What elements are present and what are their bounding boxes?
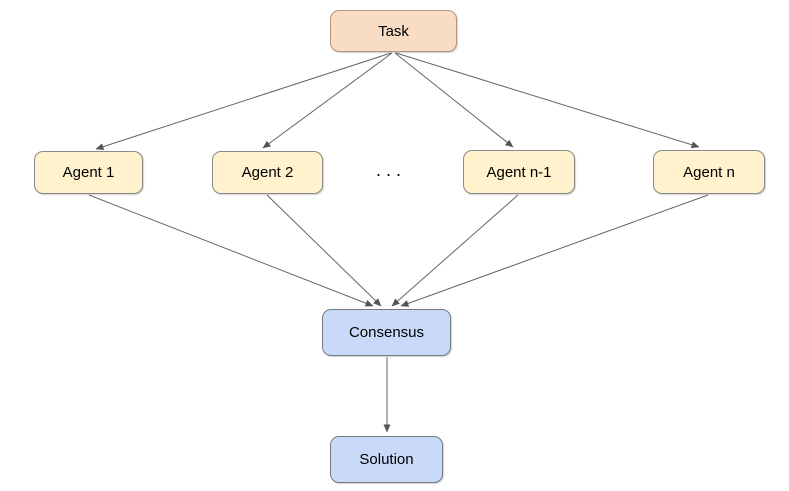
node-agent-2: Agent 2 (212, 151, 323, 194)
node-agent-2-label: Agent 2 (241, 164, 294, 181)
node-solution-label: Solution (359, 451, 414, 468)
node-agent-1: Agent 1 (34, 151, 143, 194)
ellipsis-label: ... (375, 160, 406, 180)
node-agent-n-label: Agent n (683, 163, 735, 181)
node-task-label: Task (378, 22, 409, 40)
edge-agent-n1-consensus (391, 194, 519, 307)
node-agent-n: Agent n (653, 150, 765, 194)
node-agent-n-minus-1: Agent n-1 (463, 150, 575, 194)
edge-task-agent-n1 (394, 52, 514, 148)
edge-agent1-consensus (88, 194, 374, 307)
node-consensus-label: Consensus (348, 324, 425, 341)
edge-agent2-consensus (266, 194, 382, 307)
edge-task-agent-n (395, 52, 700, 149)
node-task: Task (330, 10, 457, 52)
edge-agent-n-consensus (400, 194, 709, 307)
edge-task-agent2 (262, 52, 393, 149)
node-solution: Solution (330, 436, 443, 483)
node-agent-n-minus-1-label: Agent n-1 (486, 163, 552, 181)
node-agent-1-label: Agent 1 (62, 164, 115, 181)
node-consensus: Consensus (322, 309, 451, 356)
edge-task-agent1 (95, 52, 392, 151)
